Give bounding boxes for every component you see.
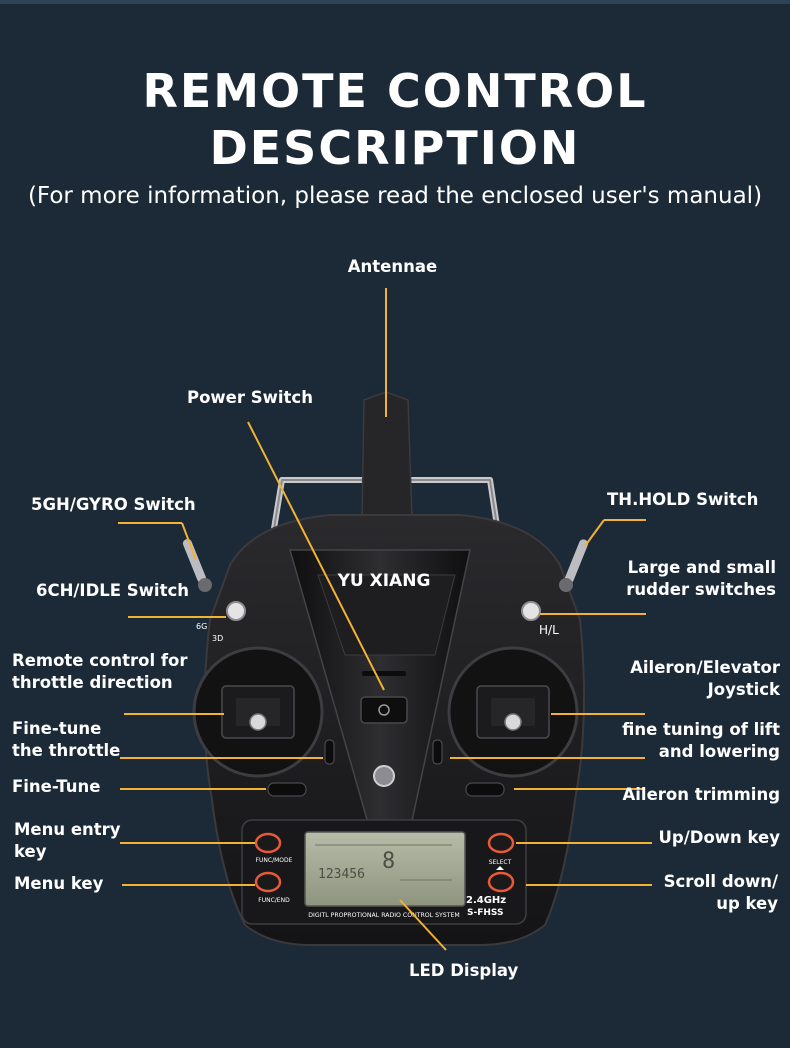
idle-round-switch[interactable] bbox=[226, 601, 246, 621]
throttle-trim-slider[interactable] bbox=[324, 739, 335, 765]
power-icon bbox=[378, 704, 390, 716]
th-hold-toggle-switch[interactable] bbox=[559, 538, 589, 592]
label-gyro-switch: 5GH/GYRO Switch bbox=[31, 495, 196, 514]
select-up-arrow-icon bbox=[496, 866, 504, 870]
aileron-elevator-joystick[interactable] bbox=[447, 646, 579, 778]
lcd-channel-digits: 123456 bbox=[318, 867, 365, 882]
func-mode-button[interactable] bbox=[254, 832, 282, 854]
rudder-round-switch[interactable] bbox=[521, 601, 541, 621]
label-led-display: LED Display bbox=[409, 961, 519, 980]
label-scroll-1: Scroll down/ bbox=[663, 872, 778, 891]
gyro-toggle-switch[interactable] bbox=[182, 538, 212, 592]
label-throttle-direction-2: throttle direction bbox=[12, 673, 173, 692]
label-throttle-direction-1: Remote control for bbox=[12, 651, 188, 670]
speaker-grill bbox=[362, 671, 406, 676]
label-aileron-elevator-2: Joystick bbox=[707, 680, 780, 699]
switch-mark-hl: H/L bbox=[539, 623, 559, 637]
switch-mark-6g: 6G bbox=[196, 622, 207, 631]
callout-lines bbox=[118, 288, 652, 951]
top-border-strip bbox=[0, 0, 790, 4]
label-menu-entry-2: key bbox=[14, 842, 47, 861]
label-rudder-switches-1: Large and small bbox=[627, 558, 776, 577]
center-knob[interactable] bbox=[373, 765, 395, 787]
label-th-hold-switch: TH.HOLD Switch bbox=[607, 490, 759, 509]
label-scroll-2: up key bbox=[716, 894, 778, 913]
up-down-button[interactable] bbox=[487, 832, 515, 854]
label-finetune-throttle-2: the throttle bbox=[12, 741, 121, 760]
label-lift-lowering-1: fine tuning of lift bbox=[622, 720, 780, 739]
select-label: SELECT bbox=[489, 859, 512, 866]
func-end-label: FUNC/END bbox=[258, 897, 290, 904]
page-subtitle: (For more information, please read the e… bbox=[27, 183, 763, 209]
protocol-label: S-FHSS bbox=[467, 908, 503, 918]
switch-mark-3d: 3D bbox=[212, 634, 223, 643]
throttle-joystick[interactable] bbox=[192, 646, 324, 778]
page-title-line-2: DESCRIPTION bbox=[209, 121, 581, 175]
label-rudder-switches-2: rudder switches bbox=[626, 580, 776, 599]
label-aileron-trimming: Aileron trimming bbox=[622, 785, 780, 804]
lcd-big-digit: 8 bbox=[382, 849, 395, 874]
label-idle-switch: 6CH/IDLE Switch bbox=[36, 581, 189, 600]
band-label: 2.4GHz bbox=[466, 895, 506, 906]
label-up-down-key: Up/Down key bbox=[658, 828, 780, 847]
power-switch[interactable] bbox=[360, 696, 408, 724]
label-menu-key: Menu key bbox=[14, 874, 104, 893]
label-power-switch: Power Switch bbox=[187, 388, 313, 407]
lcd-display bbox=[304, 831, 466, 907]
scroll-button[interactable] bbox=[487, 871, 515, 893]
page-title-line-1: REMOTE CONTROL bbox=[142, 64, 648, 118]
label-fine-tune: Fine-Tune bbox=[12, 777, 101, 796]
label-menu-entry-1: Menu entry bbox=[14, 820, 121, 839]
aileron-trim-slider[interactable] bbox=[465, 782, 505, 797]
label-aileron-elevator-1: Aileron/Elevator bbox=[630, 658, 780, 677]
system-footer-text: DIGITL PROPROTIONAL RADIO CONTROL SYSTEM bbox=[308, 912, 460, 919]
label-antennae: Antennae bbox=[347, 257, 438, 276]
func-end-button[interactable] bbox=[254, 871, 282, 893]
func-mode-label: FUNC/MODE bbox=[256, 857, 293, 864]
label-finetune-throttle-1: Fine-tune bbox=[12, 719, 102, 738]
label-lift-lowering-2: and lowering bbox=[658, 742, 780, 761]
brand-logo-text: YU XIANG bbox=[337, 571, 431, 591]
antenna bbox=[361, 391, 413, 521]
elevator-trim-slider[interactable] bbox=[432, 739, 443, 765]
rudder-trim-slider[interactable] bbox=[267, 782, 307, 797]
